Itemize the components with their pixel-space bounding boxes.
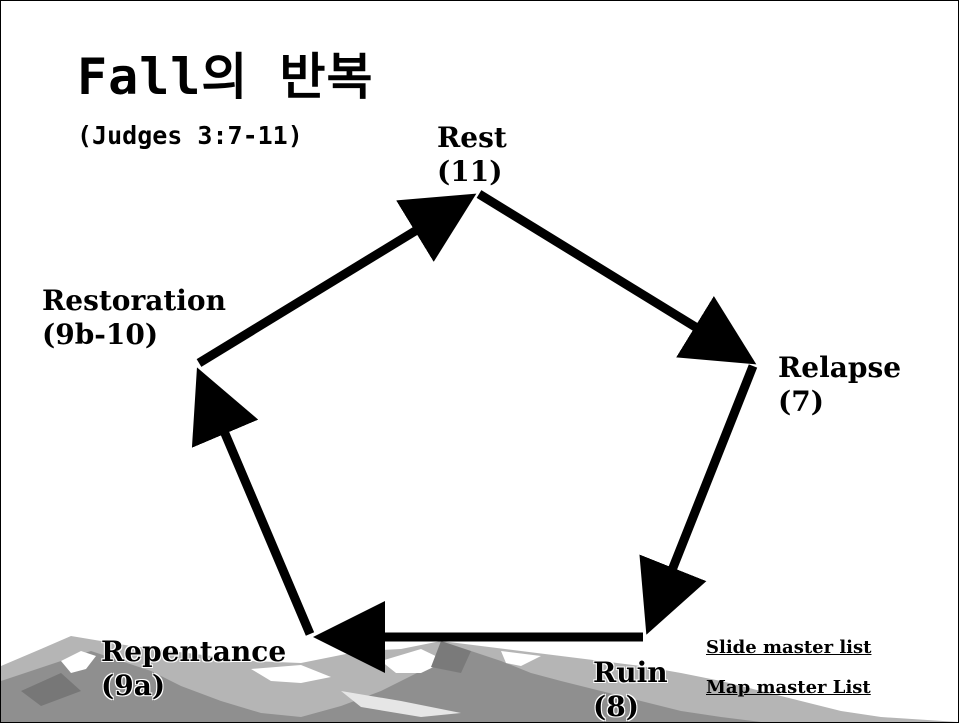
stage-ref: (8) bbox=[593, 690, 639, 723]
mountain-snow bbox=[381, 649, 446, 673]
mountain-snow bbox=[251, 665, 331, 683]
stage-ref: (9b-10) bbox=[42, 318, 159, 351]
arrow-repentance-to-restoration bbox=[191, 367, 315, 636]
stage-name: Repentance bbox=[101, 635, 287, 668]
stage-ref: (11) bbox=[437, 155, 503, 188]
mountain-shade bbox=[431, 641, 471, 673]
mountain-shade bbox=[21, 673, 81, 706]
mountain-range-front bbox=[1, 651, 761, 722]
stage-restoration: Restoration (9b-10) bbox=[42, 284, 226, 352]
stage-name: Relapse bbox=[778, 351, 902, 384]
mountain-snow bbox=[61, 651, 96, 673]
stage-relapse: Relapse (7) bbox=[778, 351, 901, 419]
stage-ruin: Ruin (8) bbox=[593, 656, 668, 723]
stage-name: Restoration bbox=[42, 284, 226, 317]
map-master-list-link[interactable]: Map master List bbox=[706, 677, 871, 698]
stage-rest: Rest (11) bbox=[437, 121, 507, 189]
arrow-relapse-to-ruin bbox=[639, 364, 758, 635]
arrow-rest-to-relapse bbox=[476, 190, 757, 365]
mountain-snow bbox=[341, 691, 461, 717]
mountain-snow bbox=[501, 651, 541, 666]
stage-repentance: Repentance (9a) bbox=[101, 635, 286, 703]
slide-title: Fall의 반복 bbox=[77, 48, 374, 106]
stage-name: Ruin bbox=[593, 656, 668, 689]
slide-master-list-link[interactable]: Slide master list bbox=[706, 637, 872, 658]
stage-ref: (9a) bbox=[101, 669, 166, 702]
stage-ref: (7) bbox=[778, 385, 824, 418]
stage-name: Rest bbox=[437, 121, 507, 154]
arrow-restoration-to-rest bbox=[196, 193, 477, 367]
slide-subtitle: (Judges 3:7-11) bbox=[77, 121, 303, 150]
